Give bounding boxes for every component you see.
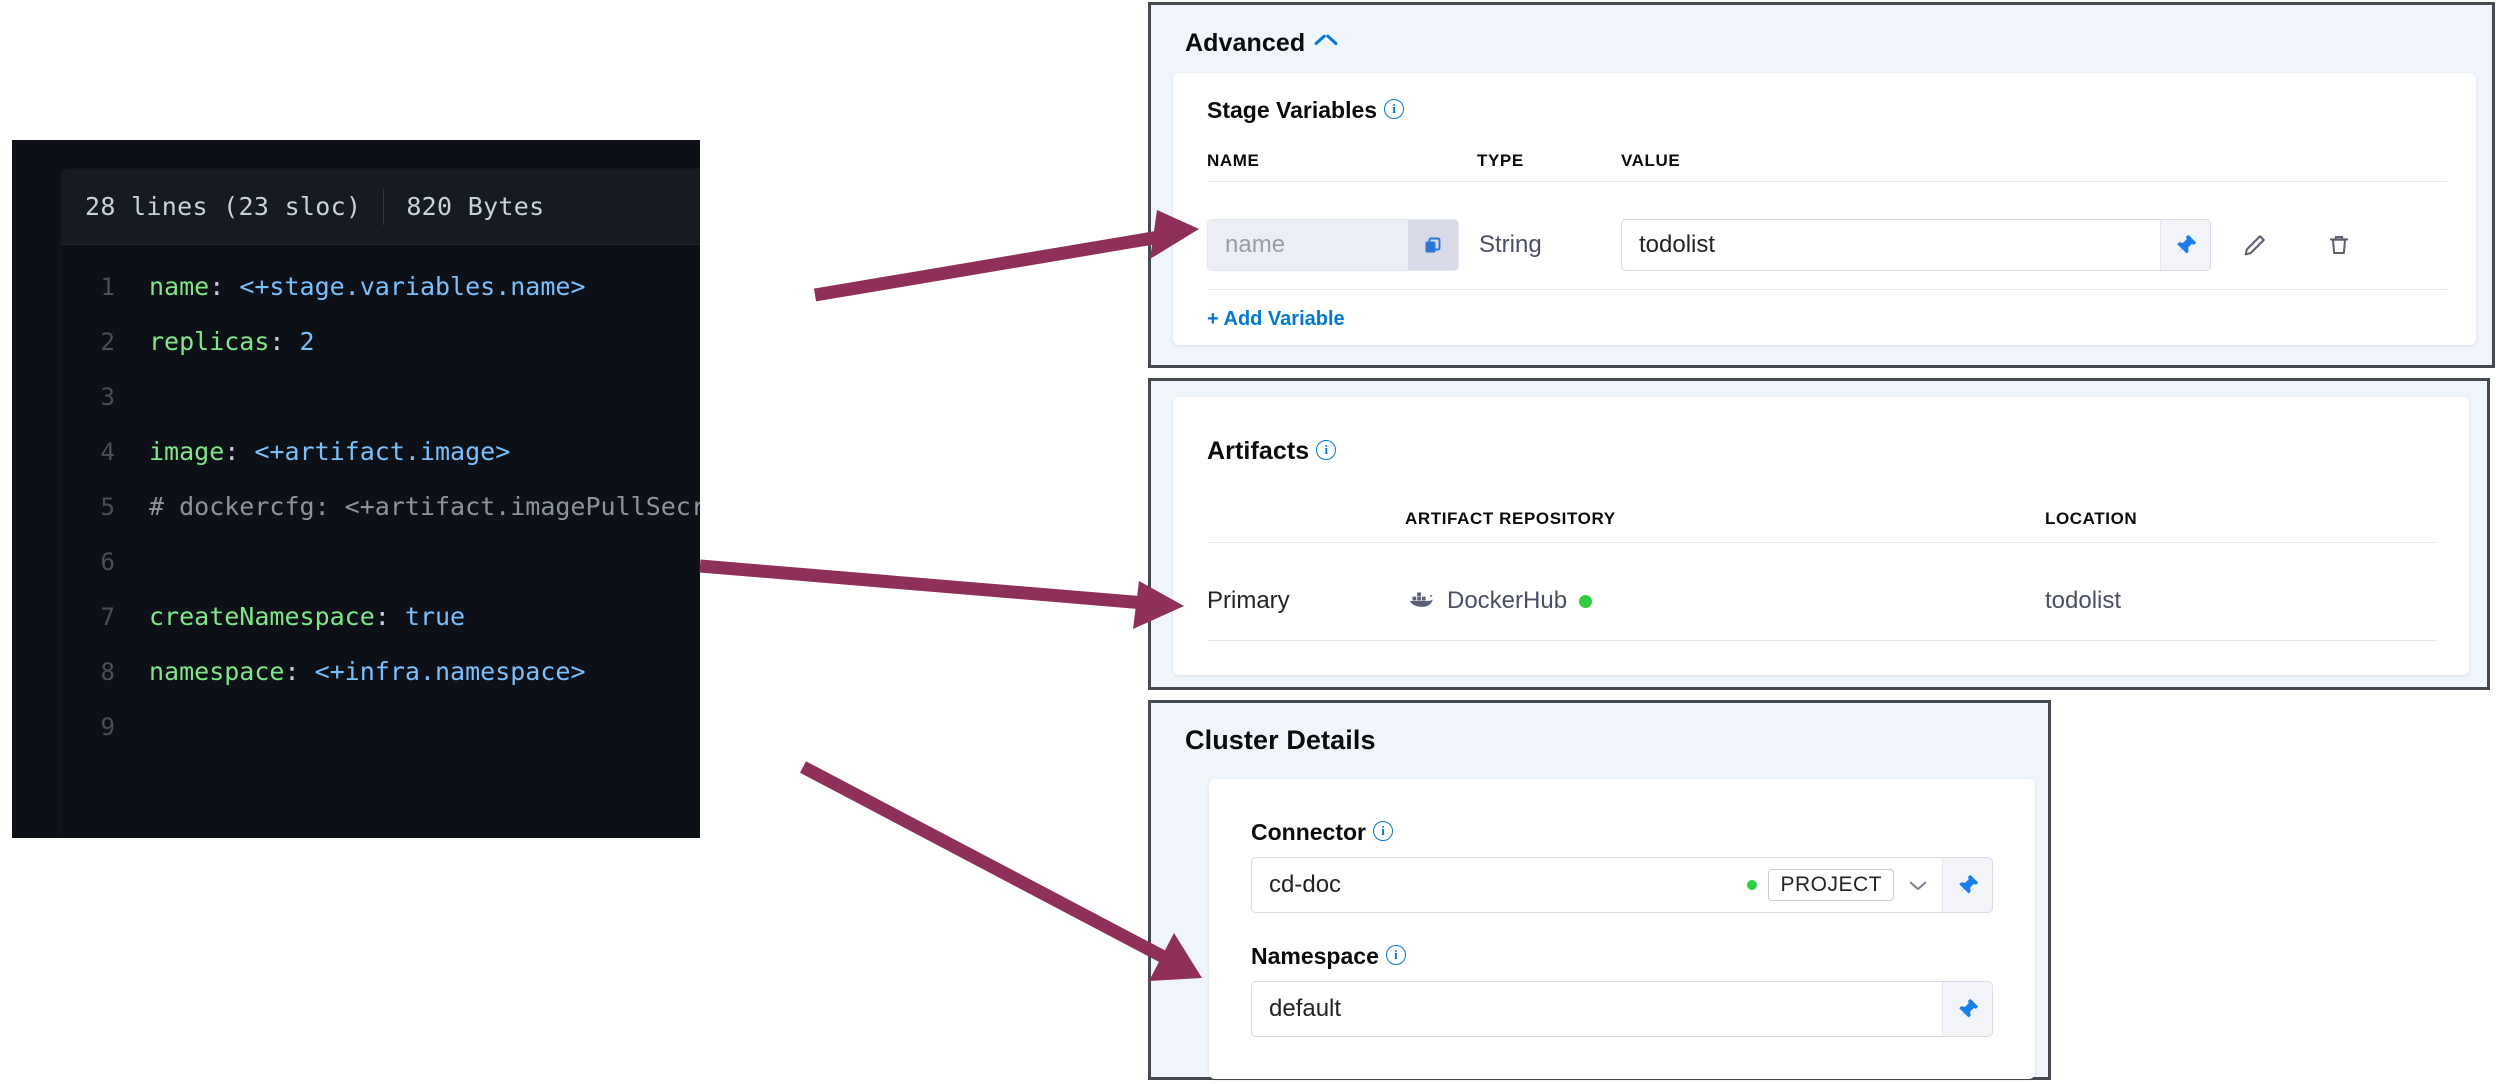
code-line: 3 bbox=[61, 369, 700, 424]
advanced-header[interactable]: Advanced bbox=[1185, 29, 1337, 58]
namespace-label: Namespace bbox=[1251, 943, 1379, 969]
code-lines-container: 1 name: <+stage.variables.name> 2 replicas:… bbox=[61, 245, 700, 754]
cluster-details-header: Cluster Details bbox=[1185, 725, 1376, 756]
code-line-number: 3 bbox=[100, 382, 115, 411]
column-header-name: NAME bbox=[1207, 151, 1260, 170]
stage-variables-card: Stage Variables i NAME TYPE VALUE name bbox=[1173, 73, 2476, 345]
code-line: 7 createNamespace: true bbox=[61, 589, 700, 644]
code-file-header: 28 lines (23 sloc) 820 Bytes bbox=[61, 169, 700, 245]
pencil-icon[interactable] bbox=[2211, 230, 2299, 260]
info-icon[interactable]: i bbox=[1385, 944, 1406, 965]
code-line-number: 5 bbox=[100, 492, 115, 521]
column-header-artifact-repository: ARTIFACT REPOSITORY bbox=[1405, 509, 1616, 528]
code-line: 6 bbox=[61, 534, 700, 589]
code-line-number: 4 bbox=[100, 437, 115, 466]
advanced-section-panel: Advanced Stage Variables i NAME TYPE VAL… bbox=[1148, 2, 2495, 368]
code-file-size: 820 Bytes bbox=[406, 192, 545, 221]
connector-label: Connector bbox=[1251, 819, 1366, 845]
code-line-number: 1 bbox=[100, 272, 115, 301]
code-line-number: 2 bbox=[100, 327, 115, 356]
artifact-repository-cell: DockerHub bbox=[1405, 587, 2045, 616]
connector-input[interactable]: cd-doc PROJECT bbox=[1251, 857, 1993, 913]
arrow-infra-namespace bbox=[799, 761, 1202, 981]
column-header-value: VALUE bbox=[1621, 151, 1681, 170]
green-status-dot bbox=[1747, 880, 1758, 890]
docker-whale-icon bbox=[1405, 587, 1435, 616]
artifact-location-text: todolist bbox=[2045, 587, 2122, 614]
code-line-content: createNamespace: true bbox=[149, 602, 466, 631]
code-line-number: 7 bbox=[100, 602, 115, 631]
artifact-type-text: Primary bbox=[1207, 587, 1290, 614]
table-row[interactable]: Primary bbox=[1207, 565, 2437, 637]
code-line-content: replicas: 2 bbox=[149, 327, 315, 356]
green-status-dot bbox=[1579, 594, 1593, 608]
code-header-divider bbox=[383, 188, 385, 225]
column-header-blank bbox=[1207, 509, 1405, 529]
copy-icon[interactable] bbox=[1408, 220, 1458, 270]
connector-value-text: cd-doc bbox=[1269, 871, 1342, 898]
stage-variables-heading: Stage Variables i bbox=[1207, 97, 1405, 124]
code-line: 1 name: <+stage.variables.name> bbox=[61, 259, 700, 314]
trash-icon[interactable] bbox=[2299, 230, 2379, 260]
code-line: 4 image: <+artifact.image> bbox=[61, 424, 700, 479]
cluster-details-panel: Cluster Details Connector i cd-doc PROJE… bbox=[1148, 700, 2051, 1080]
artifact-repository-text: DockerHub bbox=[1447, 587, 1568, 614]
artifacts-section-panel: Artifacts i ARTIFACT REPOSITORY LOCATION… bbox=[1148, 378, 2490, 690]
artifacts-heading: Artifacts i bbox=[1207, 437, 1337, 466]
code-line-content: # dockercfg: <+artifact.imagePullSecret> bbox=[149, 492, 700, 521]
code-file-viewer: 28 lines (23 sloc) 820 Bytes 1 name: <+st… bbox=[12, 140, 700, 838]
namespace-input[interactable]: default bbox=[1251, 981, 1993, 1037]
connector-label-row: Connector i bbox=[1251, 819, 1393, 846]
table-separator-top bbox=[1207, 181, 2447, 182]
table-separator-bottom bbox=[1207, 289, 2447, 290]
arrow-stage-variable-name bbox=[813, 210, 1199, 302]
artifacts-separator-top bbox=[1207, 542, 2437, 543]
code-line: 2 replicas: 2 bbox=[61, 314, 700, 369]
advanced-title: Advanced bbox=[1185, 29, 1306, 57]
variable-value-input[interactable]: todolist bbox=[1621, 219, 2211, 271]
pin-icon[interactable] bbox=[1942, 982, 1992, 1036]
code-line-number: 6 bbox=[100, 547, 115, 576]
variable-name-input[interactable]: name bbox=[1207, 219, 1459, 271]
artifacts-title: Artifacts bbox=[1207, 437, 1310, 465]
column-header-location: LOCATION bbox=[2045, 509, 2138, 528]
artifacts-separator-bottom bbox=[1207, 640, 2437, 641]
code-file-card: 28 lines (23 sloc) 820 Bytes 1 name: <+st… bbox=[60, 168, 700, 838]
code-line-content: namespace: <+infra.namespace> bbox=[149, 657, 586, 686]
code-line: 5 # dockercfg: <+artifact.imagePullSecret… bbox=[61, 479, 700, 534]
stage-variables-column-headers: NAME TYPE VALUE bbox=[1207, 151, 2447, 171]
cluster-details-title: Cluster Details bbox=[1185, 725, 1376, 755]
variable-type-text: String bbox=[1479, 231, 1542, 258]
column-header-type: TYPE bbox=[1477, 151, 1524, 170]
chevron-down-icon[interactable] bbox=[1910, 877, 1926, 893]
variable-name-text: name bbox=[1225, 231, 1286, 258]
pin-icon[interactable] bbox=[1942, 858, 1992, 912]
code-line-number: 9 bbox=[100, 712, 115, 741]
code-lines-count: 28 lines (23 sloc) bbox=[85, 192, 362, 221]
add-variable-button[interactable]: + Add Variable bbox=[1207, 308, 1345, 330]
artifacts-column-headers: ARTIFACT REPOSITORY LOCATION bbox=[1207, 509, 2437, 529]
chevron-up-icon[interactable] bbox=[1315, 37, 1337, 51]
cluster-details-card: Connector i cd-doc PROJECT Namespace i bbox=[1209, 779, 2035, 1079]
info-icon[interactable]: i bbox=[1384, 98, 1405, 119]
artifacts-card: Artifacts i ARTIFACT REPOSITORY LOCATION… bbox=[1173, 397, 2469, 675]
arrow-artifact-image bbox=[699, 559, 1184, 629]
namespace-label-row: Namespace i bbox=[1251, 943, 1406, 970]
info-icon[interactable]: i bbox=[1373, 820, 1393, 841]
variable-value-text: todolist bbox=[1639, 231, 1716, 258]
connector-scope-tag: PROJECT bbox=[1768, 869, 1894, 901]
code-line-number: 8 bbox=[100, 657, 115, 686]
code-line: 9 bbox=[61, 699, 700, 754]
info-icon[interactable]: i bbox=[1316, 439, 1337, 460]
stage-variables-label: Stage Variables bbox=[1207, 97, 1378, 123]
namespace-value-text: default bbox=[1269, 995, 1342, 1022]
code-line-content: image: <+artifact.image> bbox=[149, 437, 511, 466]
pin-icon[interactable] bbox=[2160, 220, 2210, 270]
code-line-content: name: <+stage.variables.name> bbox=[149, 272, 586, 301]
code-line: 8 namespace: <+infra.namespace> bbox=[61, 644, 700, 699]
table-row: name String todolist bbox=[1207, 201, 2449, 289]
